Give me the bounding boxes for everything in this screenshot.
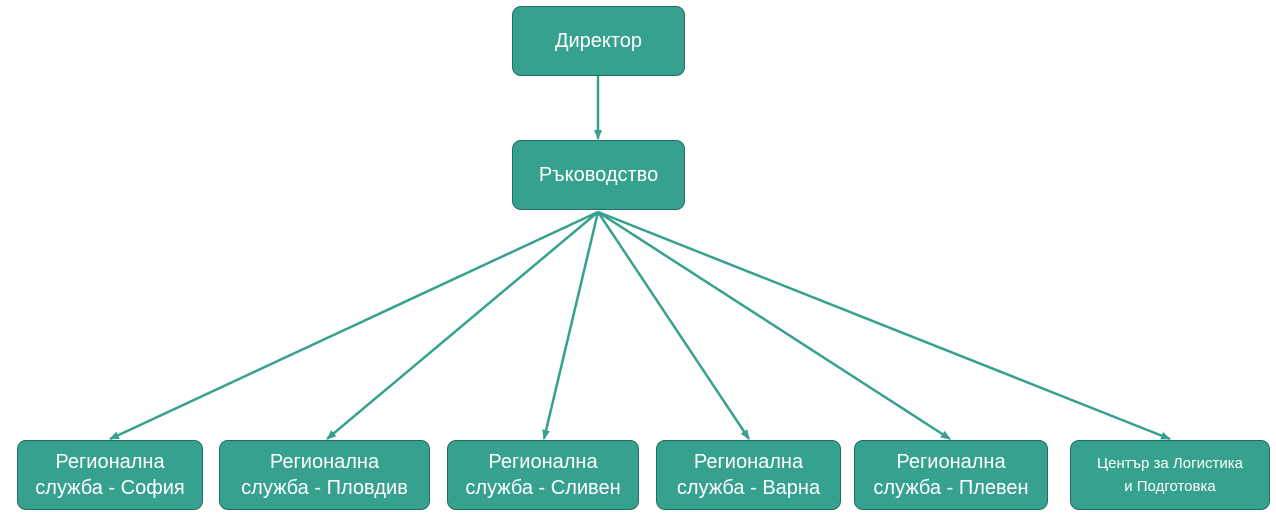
node-director[interactable]: Директор [512,6,685,76]
node-sofia-line1: Регионална [55,451,165,473]
node-pleven-line2: служба - Плевен [873,477,1029,499]
node-varna-line2: служба - Варна [676,477,821,499]
node-logistics-line1: Център за Логистика [1097,455,1243,472]
node-director-label: Директор [554,30,643,52]
node-regional-plovdiv[interactable]: Регионална служба - Пловдив [219,440,430,510]
node-logistics-line2: и Подготовка [1124,478,1216,495]
node-regional-sofia[interactable]: Регионална служба - София [17,440,203,510]
node-plovdiv-line1: Регионална [269,451,380,473]
node-varna-line1: Регионална [693,451,804,473]
node-pleven-line1: Регионална [896,451,1006,473]
edge-management-sliven [542,211,600,440]
edge-management-pleven [597,210,951,441]
node-regional-varna[interactable]: Регионална служба - Варна [656,440,841,510]
node-management[interactable]: Ръководство [512,140,685,210]
node-regional-pleven[interactable]: Регионална служба - Плевен [854,440,1048,510]
node-sofia-line2: служба - София [35,477,185,499]
edge-management-logistics [597,210,1171,441]
edge-management-plovdiv [326,211,599,440]
edge-management-sofia [109,210,599,441]
edge-management-varna [596,211,751,440]
node-regional-sliven[interactable]: Регионална служба - Сливен [447,440,639,510]
node-sliven-line2: служба - Сливен [465,477,621,499]
node-management-label: Ръководство [538,164,659,186]
node-plovdiv-line2: служба - Пловдив [241,477,408,499]
node-sliven-line1: Регионална [488,451,598,473]
node-logistics-center[interactable]: Център за Логистика и Подготовка [1070,440,1270,510]
